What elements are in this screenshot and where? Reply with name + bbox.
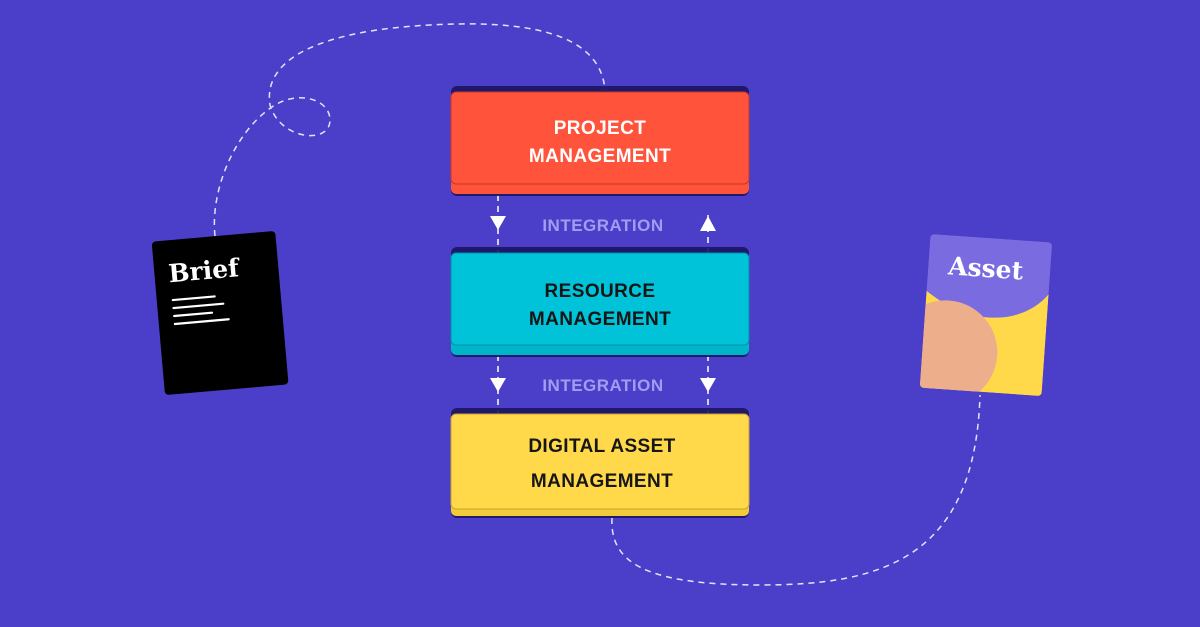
- box-project-management: PROJECT MANAGEMENT: [450, 86, 750, 196]
- box-resource-management: RESOURCE MANAGEMENT: [450, 247, 750, 357]
- asset-card: Asset: [919, 234, 1053, 397]
- box-label-line2: MANAGEMENT: [531, 471, 673, 492]
- text-lines-icon: [171, 295, 230, 326]
- arrow-down-icon: [490, 378, 506, 392]
- arrow-down-icon: [700, 378, 716, 392]
- asset-card-title: Asset: [946, 251, 1024, 285]
- integration-label: INTEGRATION: [542, 216, 663, 235]
- brief-card-title: Brief: [167, 253, 242, 288]
- brief-card: Brief: [151, 231, 289, 395]
- box-label-line2: MANAGEMENT: [529, 309, 671, 330]
- box-label-line1: PROJECT: [554, 118, 647, 139]
- dashed-path-dam-to-asset: [611, 394, 981, 586]
- arrow-down-icon: [490, 216, 506, 230]
- integration-label: INTEGRATION: [542, 376, 663, 395]
- box-label-line1: DIGITAL ASSET: [528, 436, 675, 457]
- dashed-path-brief-to-project: [213, 23, 606, 237]
- box-label-line1: RESOURCE: [545, 281, 656, 302]
- box-digital-asset-management: DIGITAL ASSET MANAGEMENT: [450, 408, 750, 518]
- arrow-up-icon: [700, 216, 716, 231]
- box-label-line2: MANAGEMENT: [529, 146, 671, 167]
